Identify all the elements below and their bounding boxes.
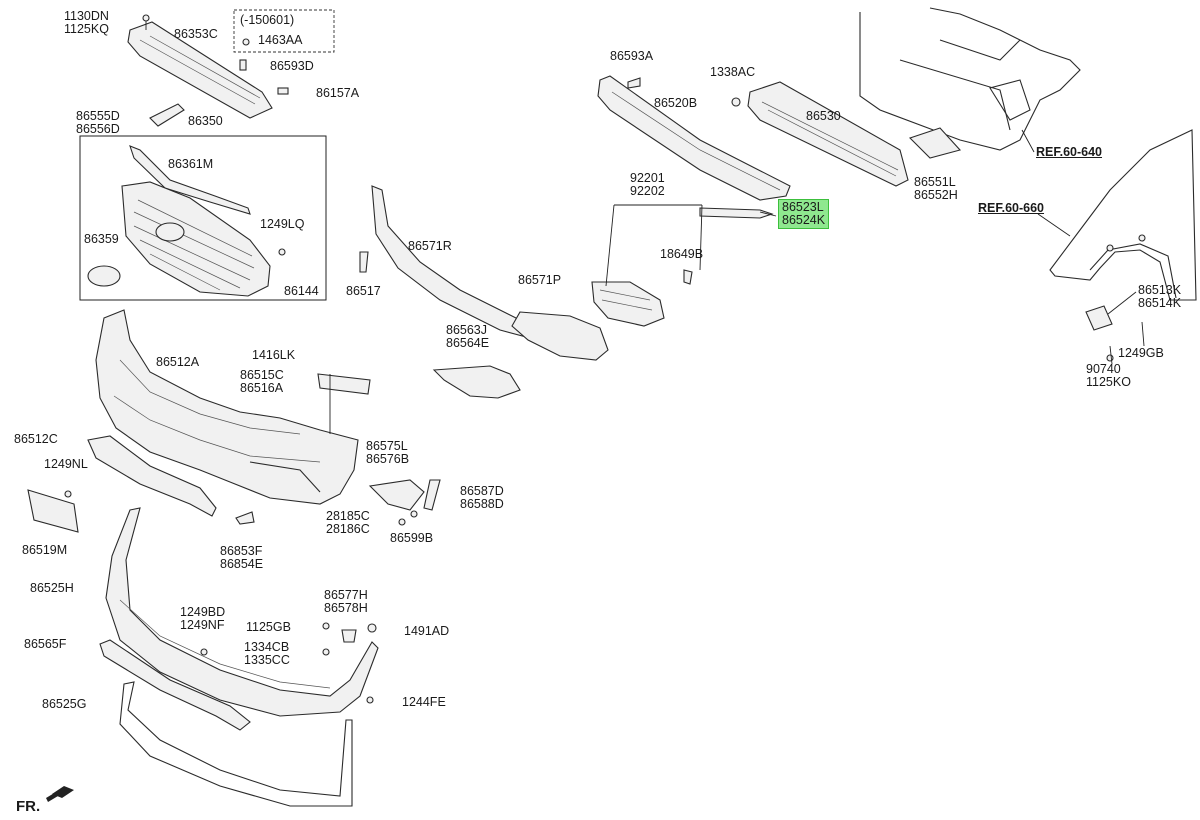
front-fender-part bbox=[1049, 129, 1197, 301]
label-86599b[interactable]: 86599B bbox=[390, 531, 434, 545]
label-86520b[interactable]: 86520B bbox=[654, 96, 698, 110]
label-1125gb[interactable]: 1125GB bbox=[246, 620, 291, 634]
ref-60-660-link[interactable]: REF.60-660 bbox=[978, 201, 1045, 215]
label-1491ad[interactable]: 1491AD bbox=[404, 624, 450, 638]
label-86157a[interactable]: 86157A bbox=[316, 86, 360, 100]
label-86525h[interactable]: 86525H bbox=[30, 581, 74, 595]
label-86144[interactable]: 86144 bbox=[284, 284, 319, 298]
label-86519m[interactable]: 86519M bbox=[22, 543, 68, 557]
label-1338ac[interactable]: 1338AC bbox=[710, 65, 756, 79]
label-date-note: (-150601) bbox=[240, 13, 295, 27]
label-86525g[interactable]: 86525G bbox=[42, 697, 87, 711]
lower-skid-part bbox=[105, 507, 379, 717]
upper-reinforcement-part bbox=[597, 75, 791, 201]
label-86571r[interactable]: 86571R bbox=[408, 239, 452, 253]
label-86593d[interactable]: 86593D bbox=[270, 59, 314, 73]
front-body-frame bbox=[859, 7, 1081, 151]
ref-60-640-link[interactable]: REF.60-640 bbox=[1036, 145, 1103, 159]
label-1463aa[interactable]: 1463AA bbox=[258, 33, 303, 47]
label-86530[interactable]: 86530 bbox=[806, 109, 841, 123]
label-86353c[interactable]: 86353C bbox=[174, 27, 218, 41]
bumper-cover-part bbox=[95, 309, 359, 505]
label-1249lq[interactable]: 1249LQ bbox=[260, 217, 305, 231]
label-1244fe[interactable]: 1244FE bbox=[402, 695, 446, 709]
grille-assembly-box bbox=[79, 135, 327, 301]
label-86512a[interactable]: 86512A bbox=[156, 355, 200, 369]
label-86350[interactable]: 86350 bbox=[188, 114, 223, 128]
label-1249gb[interactable]: 1249GB bbox=[1118, 346, 1164, 360]
label-86565f[interactable]: 86565F bbox=[24, 637, 67, 651]
label-86571p[interactable]: 86571P bbox=[518, 273, 562, 287]
label-1249nl[interactable]: 1249NL bbox=[44, 457, 88, 471]
fog-lamp-part bbox=[591, 281, 665, 327]
label-86593a[interactable]: 86593A bbox=[610, 49, 654, 63]
front-direction-arrow-icon bbox=[46, 786, 74, 802]
grille-body-part bbox=[121, 181, 271, 297]
front-direction-label: FR. bbox=[16, 798, 41, 815]
label-1416lk[interactable]: 1416LK bbox=[252, 348, 296, 362]
label-86361m[interactable]: 86361M bbox=[168, 157, 214, 171]
upper-cover-part bbox=[127, 14, 273, 119]
label-86359[interactable]: 86359 bbox=[84, 232, 119, 246]
bumper-beam-part bbox=[747, 81, 909, 187]
date-note-box bbox=[233, 9, 335, 53]
label-18649b[interactable]: 18649B bbox=[660, 247, 704, 261]
label-86512c[interactable]: 86512C bbox=[14, 432, 58, 446]
label-86517[interactable]: 86517 bbox=[346, 284, 381, 298]
